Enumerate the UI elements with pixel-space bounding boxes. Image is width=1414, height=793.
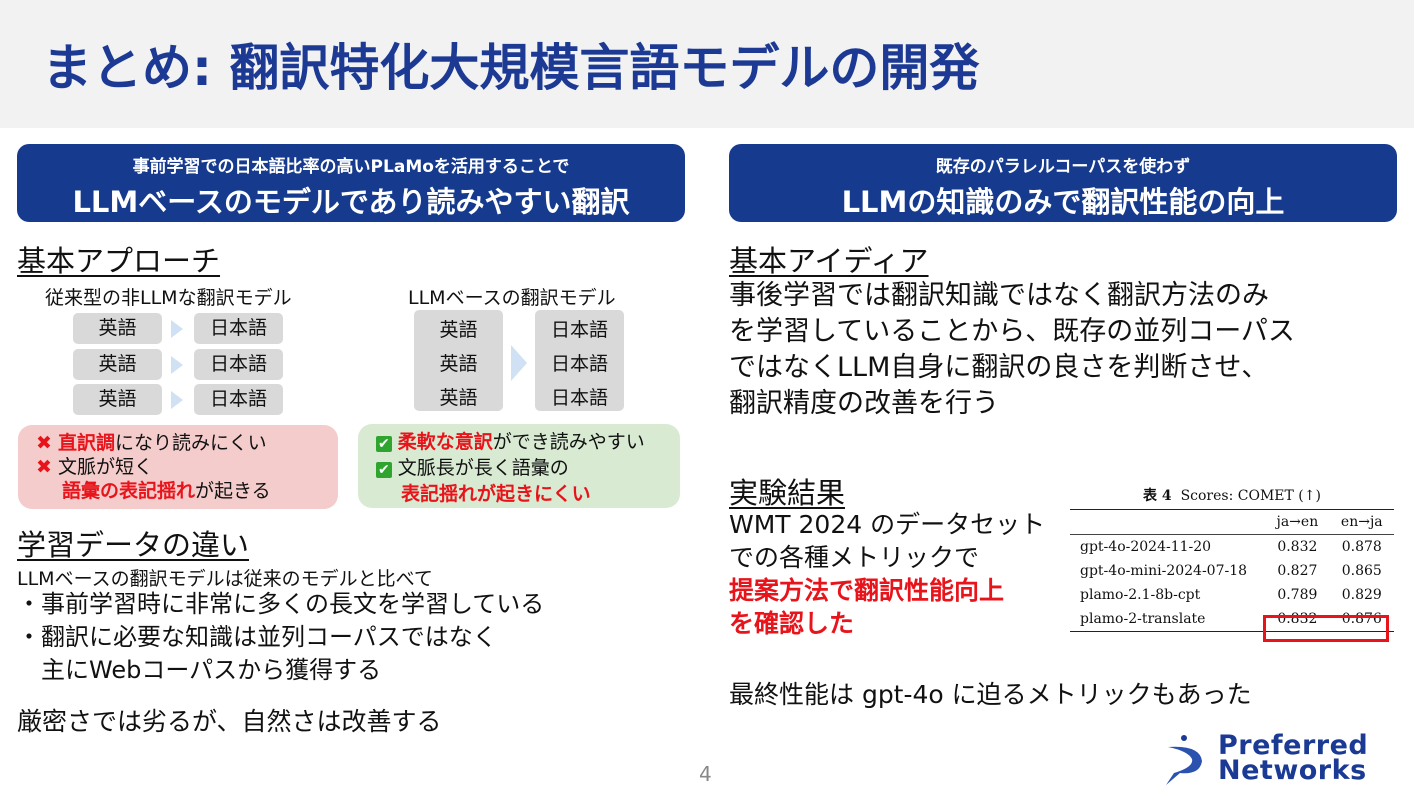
pros-panel: ✔ 柔軟な意訳ができ読みやすい ✔ 文脈長が長く語彙の 表記揺れが起きにくい xyxy=(358,424,680,508)
logo-line1: Preferred xyxy=(1218,730,1369,761)
table-row: plamo-2.1-8b-cpt 0.789 0.829 xyxy=(1070,583,1394,607)
con-text: になり読みにくい xyxy=(114,432,267,454)
comet-table-wrapper: 表 4 Scores: COMET (↑) ja→en en→ja gpt-4o… xyxy=(1070,485,1394,642)
column-header xyxy=(1070,510,1265,535)
pro-highlight: 柔軟な意訳 xyxy=(397,431,493,453)
llm-source-box: 英語 英語 英語 xyxy=(414,310,503,411)
pro-text: ができ読みやすい xyxy=(492,431,645,453)
left-banner-main: LLMベースのモデルであり読みやすい翻訳 xyxy=(72,185,630,219)
con-text: が起きる xyxy=(195,480,271,502)
source-box: 英語 xyxy=(73,349,162,380)
target-box: 日本語 xyxy=(194,384,283,415)
approach-heading: 基本アプローチ xyxy=(17,244,221,278)
idea-heading: 基本アイディア xyxy=(729,244,929,278)
cross-icon: ✖ xyxy=(36,456,52,478)
arrow-icon xyxy=(511,345,527,381)
table-row: gpt-4o-mini-2024-07-18 0.827 0.865 xyxy=(1070,559,1394,583)
model-name: plamo-2.1-8b-cpt xyxy=(1080,587,1201,603)
data-diff-conclusion: 厳密さでは劣るが、自然さは改善する xyxy=(17,707,442,736)
cons-panel: ✖ 直訳調になり読みにくい ✖ 文脈が短く 語彙の表記揺れが起きる xyxy=(18,425,338,509)
check-icon: ✔ xyxy=(376,462,392,478)
source-box: 英語 xyxy=(73,313,162,344)
data-diff-bullets: ・事前学習時に非常に多くの長文を学習している ・翻訳に必要な知識は並列コーパスで… xyxy=(17,588,544,687)
table-caption: 表 4 Scores: COMET (↑) xyxy=(1070,485,1394,505)
results-body: WMT 2024 のデータセット での各種メトリックで 提案方法で翻訳性能向上 … xyxy=(729,508,1045,640)
table-header-row: ja→en en→ja xyxy=(1070,510,1394,535)
table-row: gpt-4o-2024-11-20 0.832 0.878 xyxy=(1070,535,1394,560)
check-icon: ✔ xyxy=(376,436,392,452)
slide-title: まとめ: 翻訳特化大規模言語モデルの開発 xyxy=(42,39,980,97)
model-name: gpt-4o-2024-11-20 xyxy=(1080,539,1212,555)
page-number: 4 xyxy=(699,762,712,786)
idea-body: 事後学習では翻訳知識ではなく翻訳方法のみ を学習していることから、既存の並列コー… xyxy=(729,278,1295,422)
results-heading: 実験結果 xyxy=(729,476,846,510)
bullet-item: ・翻訳に必要な知識は並列コーパスではなく xyxy=(17,623,497,651)
target-text: 日本語 xyxy=(550,353,608,375)
arrow-icon xyxy=(171,320,183,338)
target-text: 日本語 xyxy=(550,319,608,341)
source-text: 英語 xyxy=(439,353,478,375)
logo-line2: Networks xyxy=(1218,755,1367,786)
traditional-label: 従来型の非LLMな翻訳モデル xyxy=(45,287,292,309)
data-diff-intro: LLMベースの翻訳モデルは従来のモデルと比べて xyxy=(17,568,433,590)
results-highlight: 提案方法で翻訳性能向上 xyxy=(729,576,1005,605)
cross-icon: ✖ xyxy=(36,432,52,454)
source-box: 英語 xyxy=(73,384,162,415)
model-name: gpt-4o-mini-2024-07-18 xyxy=(1080,563,1248,579)
con-highlight: 語彙の表記揺れ xyxy=(62,480,196,502)
caption-text: Scores: COMET (↑) xyxy=(1180,488,1321,504)
title-bar xyxy=(0,0,1414,128)
right-banner: 既存のパラレルコーパスを使わず LLMの知識のみで翻訳性能の向上 xyxy=(729,144,1397,222)
column-header: en→ja xyxy=(1340,514,1383,530)
source-text: 英語 xyxy=(439,319,478,341)
arrow-icon xyxy=(171,356,183,374)
right-banner-main: LLMの知識のみで翻訳性能の向上 xyxy=(841,185,1285,219)
target-box: 日本語 xyxy=(194,313,283,344)
pro-text: 文脈長が長く語彙の xyxy=(397,457,569,479)
final-note: 最終性能は gpt-4o に迫るメトリックもあった xyxy=(729,680,1252,709)
score: 0.789 xyxy=(1277,587,1318,603)
score: 0.829 xyxy=(1341,587,1382,603)
target-box: 日本語 xyxy=(194,349,283,380)
target-text: 日本語 xyxy=(550,387,608,409)
results-line: での各種メトリックで xyxy=(729,543,980,572)
score: 0.878 xyxy=(1341,539,1382,555)
bullet-item: ・事前学習時に非常に多くの長文を学習している xyxy=(17,590,545,618)
idea-line: を学習していることから、既存の並列コーパス xyxy=(729,316,1295,347)
left-banner: 事前学習での日本語比率の高いPLaMoを活用することで LLMベースのモデルであ… xyxy=(17,144,685,222)
con-highlight: 直訳調 xyxy=(57,432,115,454)
logo-mark-icon xyxy=(1166,735,1202,785)
score: 0.827 xyxy=(1277,563,1318,579)
idea-line: 事後学習では翻訳知識ではなく翻訳方法のみ xyxy=(729,280,1269,311)
left-banner-sub: 事前学習での日本語比率の高いPLaMoを活用することで xyxy=(132,157,570,177)
arrow-icon xyxy=(171,391,183,409)
results-highlight: を確認した xyxy=(729,609,855,638)
score: 0.832 xyxy=(1277,539,1318,555)
logo-text: Preferred Networks xyxy=(1218,730,1369,786)
score: 0.865 xyxy=(1341,563,1382,579)
data-diff-heading: 学習データの違い xyxy=(17,528,250,562)
con-text: 文脈が短く xyxy=(57,456,153,478)
llm-target-box: 日本語 日本語 日本語 xyxy=(535,310,624,411)
model-name: plamo-2-translate xyxy=(1080,611,1206,627)
caption-label: 表 4 xyxy=(1143,488,1172,504)
pro-highlight: 表記揺れが起きにくい xyxy=(401,483,591,505)
idea-line: ではなくLLM自身に翻訳の良さを判断させ、 xyxy=(729,352,1269,383)
traditional-diagram: 英語 日本語 英語 日本語 英語 日本語 xyxy=(73,313,283,417)
right-banner-sub: 既存のパラレルコーパスを使わず xyxy=(935,157,1191,177)
preferred-networks-logo: Preferred Networks xyxy=(1160,730,1405,788)
bullet-item: 主にWebコーパスから獲得する xyxy=(17,656,382,684)
column-header: ja→en xyxy=(1276,514,1319,530)
results-line: WMT 2024 のデータセット xyxy=(729,510,1046,539)
idea-line: 翻訳精度の改善を行う xyxy=(729,388,999,419)
highlight-box xyxy=(1263,615,1389,642)
source-text: 英語 xyxy=(439,387,478,409)
llm-label: LLMベースの翻訳モデル xyxy=(408,287,616,309)
